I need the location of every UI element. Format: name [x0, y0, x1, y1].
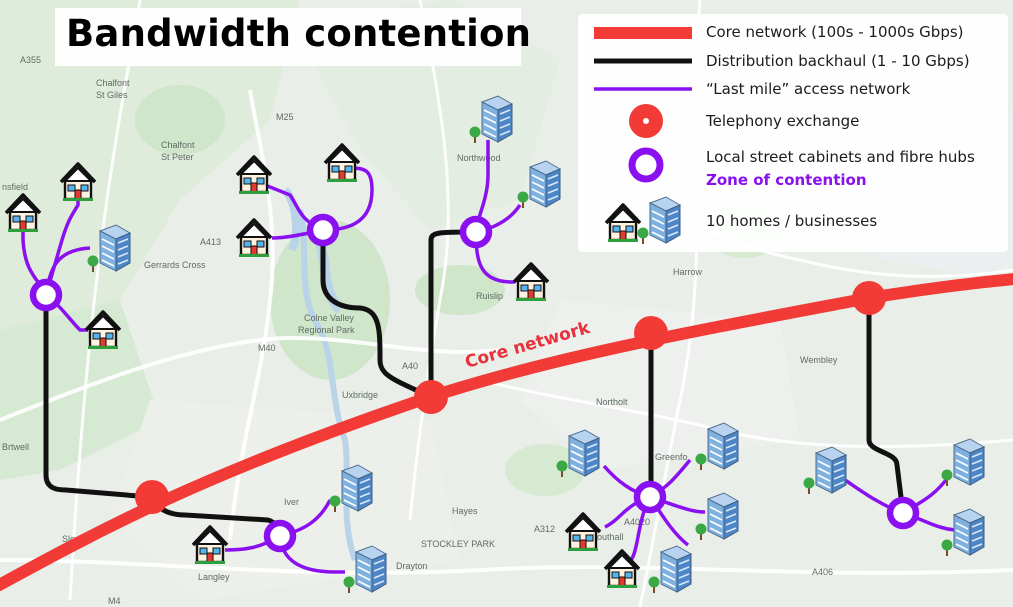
exchange-node — [634, 316, 668, 350]
map-labels: A355 Chalfont St Giles M25 Chalfont St P… — [2, 55, 838, 606]
legend-distribution-label: Distribution backhaul (1 - 10 Gbps) — [706, 52, 970, 70]
map-label-iver: Iver — [284, 497, 299, 507]
legend-symbols — [594, 27, 692, 245]
exchange-node — [852, 281, 886, 315]
exchange-node — [414, 380, 448, 414]
legend-exchange-label: Telephony exchange — [706, 112, 860, 130]
legend-homes-label: 10 homes / businesses — [706, 212, 878, 230]
map-label-chalfont-st-peter-2: St Peter — [161, 152, 194, 162]
map-label-ruislip: Ruislip — [476, 291, 503, 301]
legend-core-label: Core network (100s - 1000s Gbps) — [706, 23, 964, 41]
page-title: Bandwidth contention — [66, 12, 532, 55]
legend-exchange-dot — [643, 118, 649, 124]
cabinet-node — [633, 480, 667, 514]
cabinet-node — [29, 278, 63, 312]
house-icon — [604, 203, 642, 244]
exchange-node — [135, 480, 169, 514]
core-network-line — [0, 273, 1013, 592]
map-label-colne-valley-2: Regional Park — [298, 325, 355, 335]
map-label-m4: M4 — [108, 596, 121, 606]
map-label-stockley-park: STOCKLEY PARK — [421, 539, 495, 549]
street-cabinets — [29, 213, 920, 553]
cabinet-node — [306, 213, 340, 247]
map-label-chalfont-st-giles-1: Chalfont — [96, 78, 130, 88]
map-label-nsfield: nsfield — [2, 182, 28, 192]
cabinet-node — [459, 215, 493, 249]
map-label-langley: Langley — [198, 572, 230, 582]
map-label-greenford: Greenfo — [655, 452, 688, 462]
map-label-drayton: Drayton — [396, 561, 428, 571]
map-label-northolt: Northolt — [596, 397, 628, 407]
legend-last-mile-label: “Last mile” access network — [706, 80, 911, 98]
map-label-gerrards-cross: Gerrards Cross — [144, 260, 206, 270]
office-building-icon — [636, 196, 681, 245]
legend-cabinet-label: Local street cabinets and fibre hubs — [706, 148, 975, 166]
cabinet-node — [886, 496, 920, 530]
telephony-exchanges — [135, 281, 886, 514]
map-label-m40: M40 — [258, 343, 276, 353]
map-label-chalfont-st-giles-2: St Giles — [96, 90, 128, 100]
legend: Core network (100s - 1000s Gbps) Distrib… — [578, 14, 1008, 252]
legend-cabinet-swatch — [628, 147, 664, 183]
map-label-colne-valley-1: Colne Valley — [304, 313, 354, 323]
legend-zone-label: Zone of contention — [706, 171, 867, 189]
map-label-a413: A413 — [200, 237, 221, 247]
map-label-a406: A406 — [812, 567, 833, 577]
map-label-wembley: Wembley — [800, 355, 838, 365]
map-label-northwood: Northwood — [457, 153, 501, 163]
map-label-uxbridge: Uxbridge — [342, 390, 378, 400]
map-label-a4020: A4020 — [624, 517, 650, 527]
map-label-brtwell: Brtwell — [2, 442, 29, 452]
map-label-a355: A355 — [20, 55, 41, 65]
map-label-m25: M25 — [276, 112, 294, 122]
map-label-a40: A40 — [402, 361, 418, 371]
cabinet-node — [263, 519, 297, 553]
map-label-harrow: Harrow — [673, 267, 703, 277]
map-label-hayes: Hayes — [452, 506, 478, 516]
map-label-chalfont-st-peter-1: Chalfont — [161, 140, 195, 150]
title-background — [55, 8, 521, 66]
map-label-southall: outhall — [597, 532, 624, 542]
map-label-a312: A312 — [534, 524, 555, 534]
